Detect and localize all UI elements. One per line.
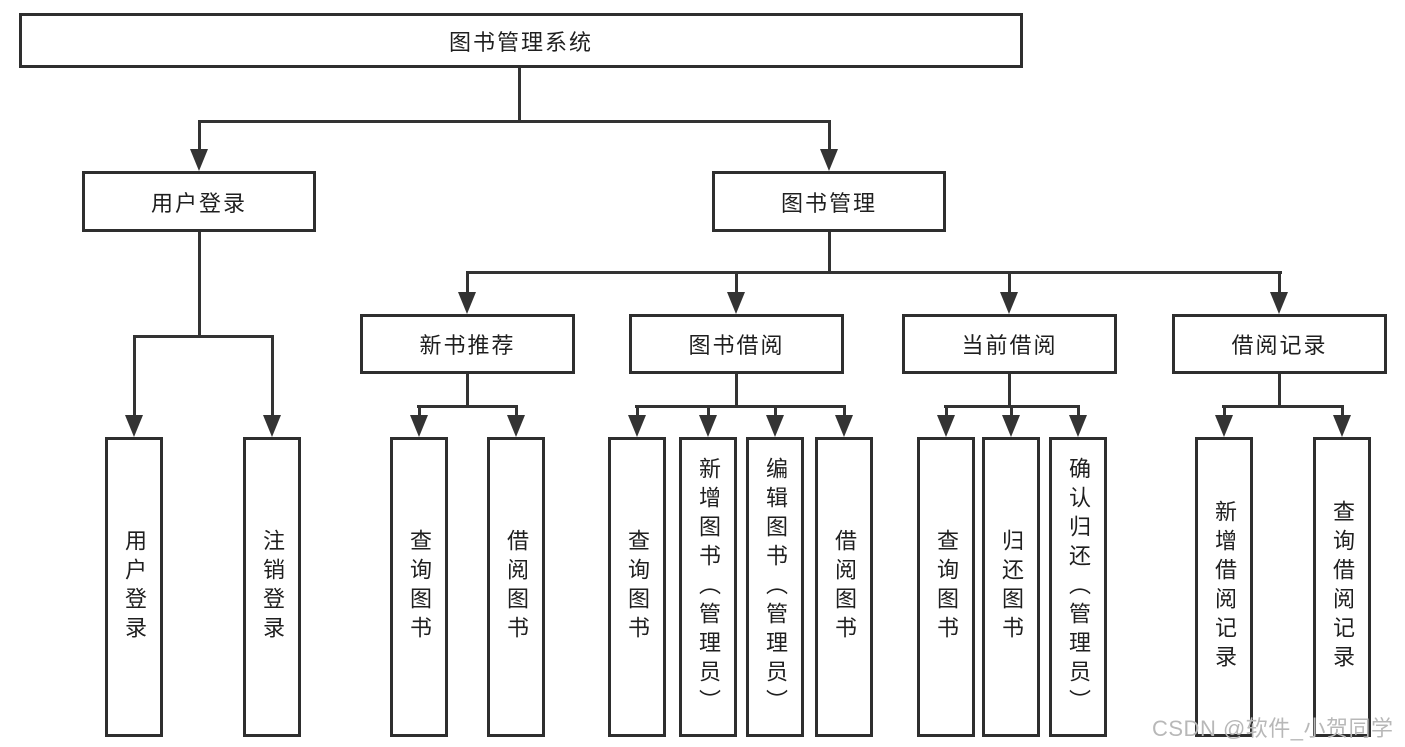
arrow-down-icon-leaf-logout <box>263 335 281 437</box>
leaf-return-books: 归还图书 <box>982 437 1040 737</box>
arrow-down-icon-user-login <box>190 120 208 171</box>
connector-records-bar <box>1222 405 1344 408</box>
arrow-down-icon-add-borrow-record <box>1215 405 1233 437</box>
leaf-user-login: 用户登录 <box>105 437 163 737</box>
leaf-add-borrow-record-label: 新增借阅记录 <box>1212 500 1237 674</box>
node-book-borrowing-label: 图书借阅 <box>688 333 785 358</box>
leaf-query-borrow-record-label: 查询借阅记录 <box>1330 500 1355 674</box>
connector-user-login-bar <box>133 335 274 338</box>
leaf-confirm-return-admin-label: 确认归还（管理员） <box>1066 456 1091 718</box>
leaf-add-books-admin-label: 新增图书（管理员） <box>696 456 721 718</box>
leaf-query-books-current: 查询图书 <box>917 437 975 737</box>
arrow-down-icon-borrow-books-1 <box>507 405 525 437</box>
connector-book-management-stem <box>828 232 831 271</box>
leaf-borrow-books-borrowing-label: 借阅图书 <box>832 529 857 645</box>
node-current-borrowing-label: 当前借阅 <box>961 333 1058 358</box>
node-book-borrowing: 图书借阅 <box>629 314 844 374</box>
arrow-down-icon-book-management <box>820 120 838 171</box>
node-user-login: 用户登录 <box>82 171 316 232</box>
arrow-down-icon-confirm-return <box>1069 405 1087 437</box>
node-new-book-recommendation-label: 新书推荐 <box>419 333 516 358</box>
node-new-book-recommendation: 新书推荐 <box>360 314 575 374</box>
node-book-management-label: 图书管理 <box>780 190 877 216</box>
connector-root-bar <box>198 120 831 123</box>
connector-recommendation-bar <box>417 405 518 408</box>
arrow-down-icon-book-borrowing <box>727 271 745 314</box>
leaf-add-books-admin: 新增图书（管理员） <box>679 437 737 737</box>
connector-borrowing-stem <box>735 374 738 405</box>
connector-book-management-bar <box>466 271 1282 274</box>
leaf-user-login-label: 用户登录 <box>122 529 147 645</box>
arrow-down-icon-borrow-books-2 <box>835 405 853 437</box>
leaf-query-borrow-record: 查询借阅记录 <box>1313 437 1371 737</box>
arrow-down-icon-query-books-1 <box>410 405 428 437</box>
arrow-down-icon-edit-books <box>766 405 784 437</box>
arrow-down-icon-borrowing-records <box>1270 271 1288 314</box>
leaf-edit-books-admin: 编辑图书（管理员） <box>746 437 804 737</box>
arrow-down-icon-new-book-recommendation <box>458 271 476 314</box>
leaf-borrow-books-recommendation: 借阅图书 <box>487 437 545 737</box>
leaf-return-books-label: 归还图书 <box>999 529 1024 645</box>
leaf-query-books-borrowing: 查询图书 <box>608 437 666 737</box>
leaf-logout-label: 注销登录 <box>260 529 285 645</box>
node-borrowing-records-label: 借阅记录 <box>1231 333 1328 358</box>
arrow-down-icon-query-books-2 <box>628 405 646 437</box>
arrow-down-icon-leaf-user-login <box>125 335 143 437</box>
arrow-down-icon-add-books <box>699 405 717 437</box>
arrow-down-icon-current-borrowing <box>1000 271 1018 314</box>
leaf-borrow-books-recommendation-label: 借阅图书 <box>504 529 529 645</box>
arrow-down-icon-query-books-3 <box>937 405 955 437</box>
leaf-query-books-recommendation: 查询图书 <box>390 437 448 737</box>
leaf-logout: 注销登录 <box>243 437 301 737</box>
connector-user-login-stem <box>198 232 201 335</box>
node-current-borrowing: 当前借阅 <box>902 314 1117 374</box>
connector-root-stem <box>518 68 521 120</box>
node-library-system-label: 图书管理系统 <box>448 29 593 55</box>
node-book-management: 图书管理 <box>712 171 946 232</box>
leaf-query-books-borrowing-label: 查询图书 <box>625 529 650 645</box>
connector-records-stem <box>1278 374 1281 405</box>
node-library-system: 图书管理系统 <box>19 13 1023 68</box>
connector-borrowing-bar <box>635 405 845 408</box>
csdn-watermark: CSDN @软件_小贺同学 <box>1152 716 1394 741</box>
connector-current-stem <box>1008 374 1011 405</box>
leaf-borrow-books-borrowing: 借阅图书 <box>815 437 873 737</box>
leaf-edit-books-admin-label: 编辑图书（管理员） <box>763 456 788 718</box>
node-borrowing-records: 借阅记录 <box>1172 314 1387 374</box>
connector-recommendation-stem <box>466 374 469 405</box>
arrow-down-icon-return-books <box>1002 405 1020 437</box>
arrow-down-icon-query-borrow-record <box>1333 405 1351 437</box>
leaf-query-books-current-label: 查询图书 <box>934 529 959 645</box>
node-user-login-label: 用户登录 <box>150 190 247 216</box>
leaf-add-borrow-record: 新增借阅记录 <box>1195 437 1253 737</box>
leaf-query-books-recommendation-label: 查询图书 <box>407 529 432 645</box>
leaf-confirm-return-admin: 确认归还（管理员） <box>1049 437 1107 737</box>
